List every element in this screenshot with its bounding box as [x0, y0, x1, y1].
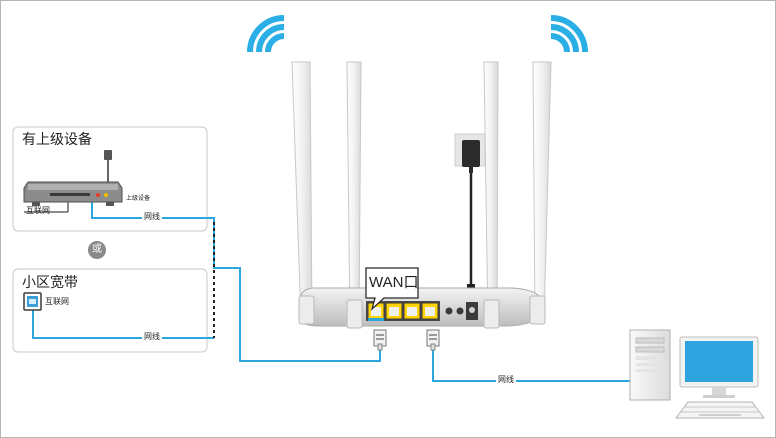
community-cable-label: 网线: [142, 332, 162, 341]
wan-port-label: WAN口: [369, 274, 419, 291]
upstream-internet-label: 互联网: [26, 206, 50, 215]
wifi-icon: [550, 15, 588, 53]
power-adapter-icon: [454, 133, 486, 293]
ethernet-plug-icon: [426, 329, 440, 351]
upstream-cable-label: 网线: [142, 212, 162, 221]
pc-cable-label: 网线: [496, 375, 516, 384]
or-label: 或: [92, 244, 102, 255]
upstream-device-label: 上级设备: [126, 195, 151, 202]
community-panel-title: 小区宽带: [22, 275, 78, 291]
upstream-panel: [12, 126, 208, 232]
ethernet-plug-icon: [373, 329, 387, 351]
router-icon: [291, 61, 552, 329]
community-panel: [12, 268, 208, 353]
community-internet-label: 互联网: [45, 297, 69, 306]
modem-icon: [23, 150, 123, 213]
wan-callout: [365, 267, 419, 311]
upstream-panel-title: 有上级设备: [22, 132, 92, 148]
desktop-computer-icon: [629, 329, 759, 401]
wall-socket-icon: [23, 292, 42, 311]
wifi-icon: [247, 15, 285, 53]
keyboard-icon: [675, 401, 765, 419]
or-badge: [88, 241, 106, 259]
